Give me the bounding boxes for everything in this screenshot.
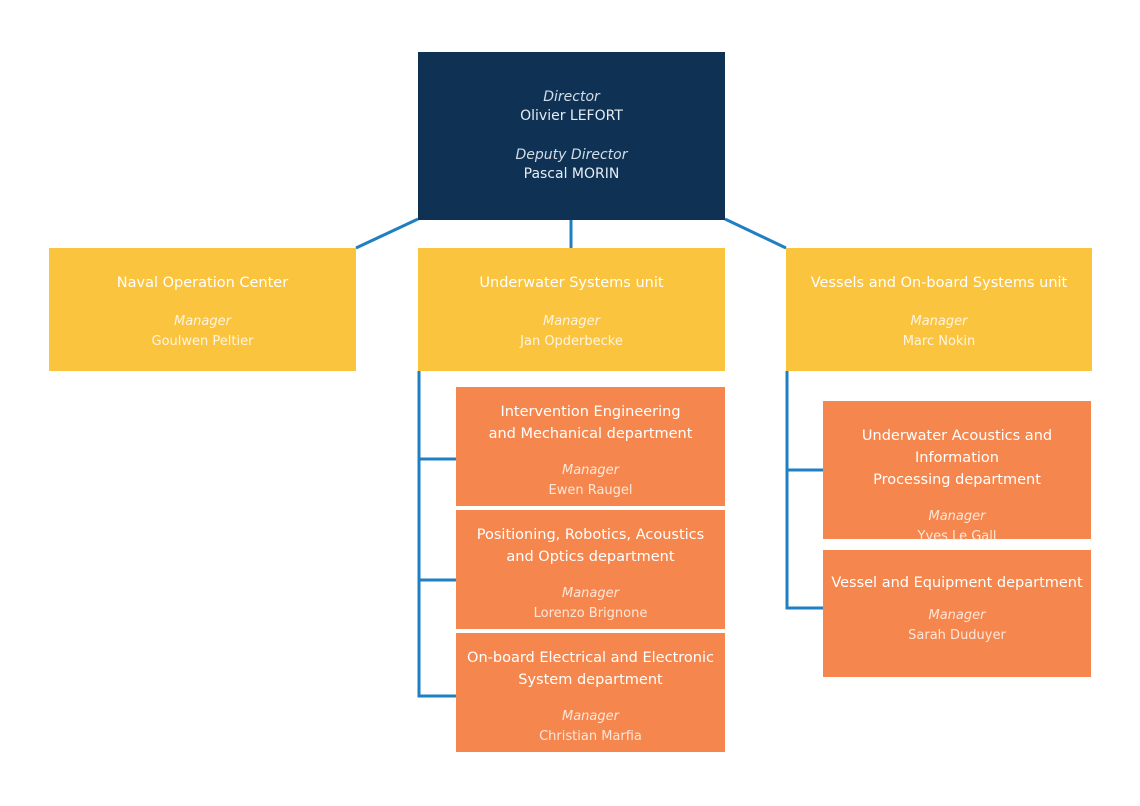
manager-label: Manager	[174, 314, 231, 329]
unit-vessels-onboard-systems: Vessels and On-board Systems unit Manage…	[786, 248, 1092, 371]
manager-name: Marc Nokin	[902, 334, 976, 349]
director-name: Olivier LEFORT	[520, 108, 623, 124]
unit-title: Vessels and On-board Systems unit	[810, 275, 1068, 291]
dept-title-line2: Processing department	[873, 472, 1041, 488]
dept-title-line2: and Optics department	[506, 549, 675, 565]
manager-label: Manager	[928, 509, 986, 524]
dept-title-line2: and Mechanical department	[488, 426, 693, 442]
manager-label: Manager	[562, 463, 619, 478]
dept-title-line2: System department	[518, 672, 663, 688]
director-role: Director	[543, 89, 600, 105]
manager-name: Goulwen Peltier	[151, 334, 254, 349]
connector-director-vessels	[724, 217, 787, 250]
unit-title: Naval Operation Center	[116, 275, 289, 291]
dept-title-line1: Intervention Engineering	[500, 404, 681, 420]
connector-director-naval	[355, 217, 419, 250]
dept-intervention-engineering: Intervention Engineering and Mechanical …	[456, 387, 725, 506]
connector-underwater-depts	[417, 371, 456, 698]
dept-positioning-robotics: Positioning, Robotics, Acoustics and Opt…	[456, 510, 725, 629]
dept-onboard-electrical: On-board Electrical and Electronic Syste…	[456, 633, 725, 752]
dept-vessel-equipment: Vessel and Equipment department Manager …	[823, 550, 1091, 677]
manager-label: Manager	[910, 314, 968, 329]
manager-name: Christian Marfia	[539, 729, 642, 744]
director-box: Director Olivier LEFORT Deputy Director …	[418, 52, 725, 220]
unit-title: Underwater Systems unit	[479, 275, 664, 291]
dept-title-line1: Positioning, Robotics, Acoustics	[476, 527, 705, 543]
deputy-director-role: Deputy Director	[515, 147, 628, 163]
manager-label: Manager	[928, 608, 986, 623]
connector-vessel-depts	[785, 371, 823, 610]
manager-name: Sarah Duduyer	[908, 628, 1006, 643]
manager-name: Jan Opderbecke	[520, 334, 623, 349]
dept-title-line1: On-board Electrical and Electronic	[467, 650, 714, 666]
unit-naval-operation-center: Naval Operation Center Manager Goulwen P…	[49, 248, 356, 371]
dept-title-line1: Underwater Acoustics and Information	[861, 428, 1053, 466]
manager-name: Ewen Raugel	[548, 483, 633, 498]
dept-title-line1: Vessel and Equipment department	[831, 575, 1083, 591]
manager-label: Manager	[562, 709, 619, 724]
manager-name: Yves Le Gall	[917, 529, 997, 544]
unit-underwater-systems: Underwater Systems unit Manager Jan Opde…	[418, 248, 725, 371]
deputy-director-name: Pascal MORIN	[523, 166, 620, 182]
manager-label: Manager	[543, 314, 600, 329]
manager-name: Lorenzo Brignone	[533, 606, 648, 621]
dept-underwater-acoustics: Underwater Acoustics and Information Pro…	[823, 401, 1091, 544]
manager-label: Manager	[562, 586, 619, 601]
